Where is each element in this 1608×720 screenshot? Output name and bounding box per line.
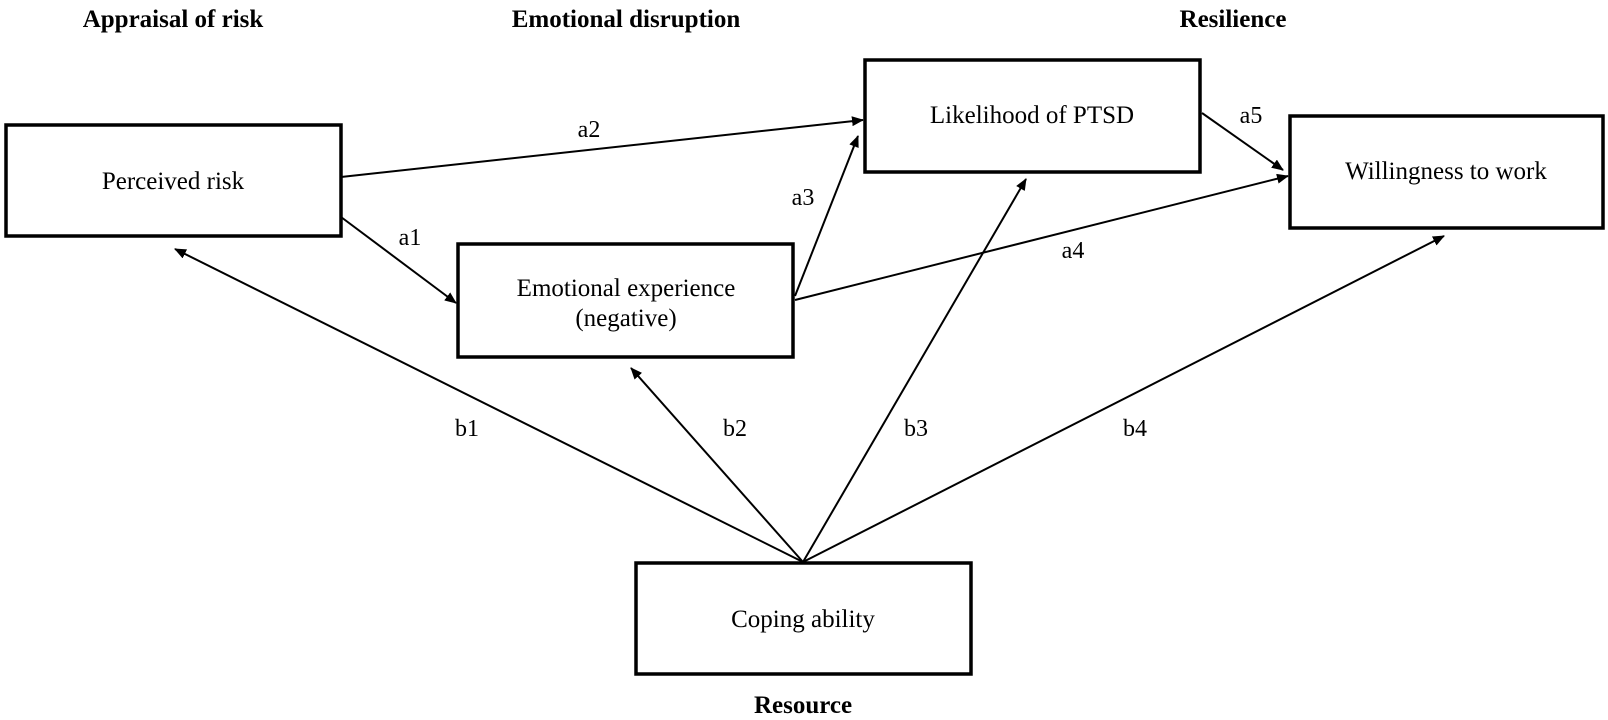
- node-box-coping-ability: [634, 561, 973, 676]
- arrow-b4: [802, 235, 1445, 563]
- node-box-likelihood-of-ptsd: [863, 58, 1202, 174]
- arrow-b3: [802, 178, 1027, 563]
- arrow-a3: [794, 135, 859, 297]
- path-label-b2: b2: [723, 416, 747, 442]
- node-label-likelihood-of-ptsd: Likelihood of PTSD: [930, 102, 1134, 129]
- node-label-emotional-experience: Emotional experience: [517, 275, 736, 302]
- node-box-perceived-risk: [4, 123, 343, 238]
- arrow-a5: [1201, 112, 1284, 171]
- arrow-b1: [174, 248, 804, 563]
- arrow-b2: [630, 367, 804, 563]
- arrow-a2: [340, 116, 864, 178]
- node-label-emotional-experience-negative: (negative): [575, 305, 676, 332]
- path-label-a2: a2: [578, 117, 601, 143]
- heading-resilience: Resilience: [1180, 6, 1287, 33]
- node-box-emotional-experience: [456, 242, 795, 359]
- node-label-willingness-to-work: Willingness to work: [1345, 158, 1547, 185]
- path-label-a5: a5: [1240, 103, 1263, 129]
- path-label-b3: b3: [904, 416, 928, 442]
- arrow-a4: [794, 173, 1289, 301]
- path-label-b1: b1: [455, 416, 479, 442]
- node-label-coping-ability: Coping ability: [731, 606, 875, 633]
- heading-resource: Resource: [754, 692, 852, 719]
- path-label-a4: a4: [1062, 238, 1085, 264]
- path-label-b4: b4: [1123, 416, 1147, 442]
- heading-appraisal-of-risk: Appraisal of risk: [83, 6, 264, 33]
- heading-emotional-disruption: Emotional disruption: [512, 6, 741, 33]
- node-box-willingness-to-work: [1288, 114, 1605, 230]
- arrow-a1: [340, 216, 457, 304]
- path-label-a1: a1: [399, 225, 422, 251]
- path-label-a3: a3: [792, 185, 815, 211]
- node-label-perceived-risk: Perceived risk: [102, 168, 245, 195]
